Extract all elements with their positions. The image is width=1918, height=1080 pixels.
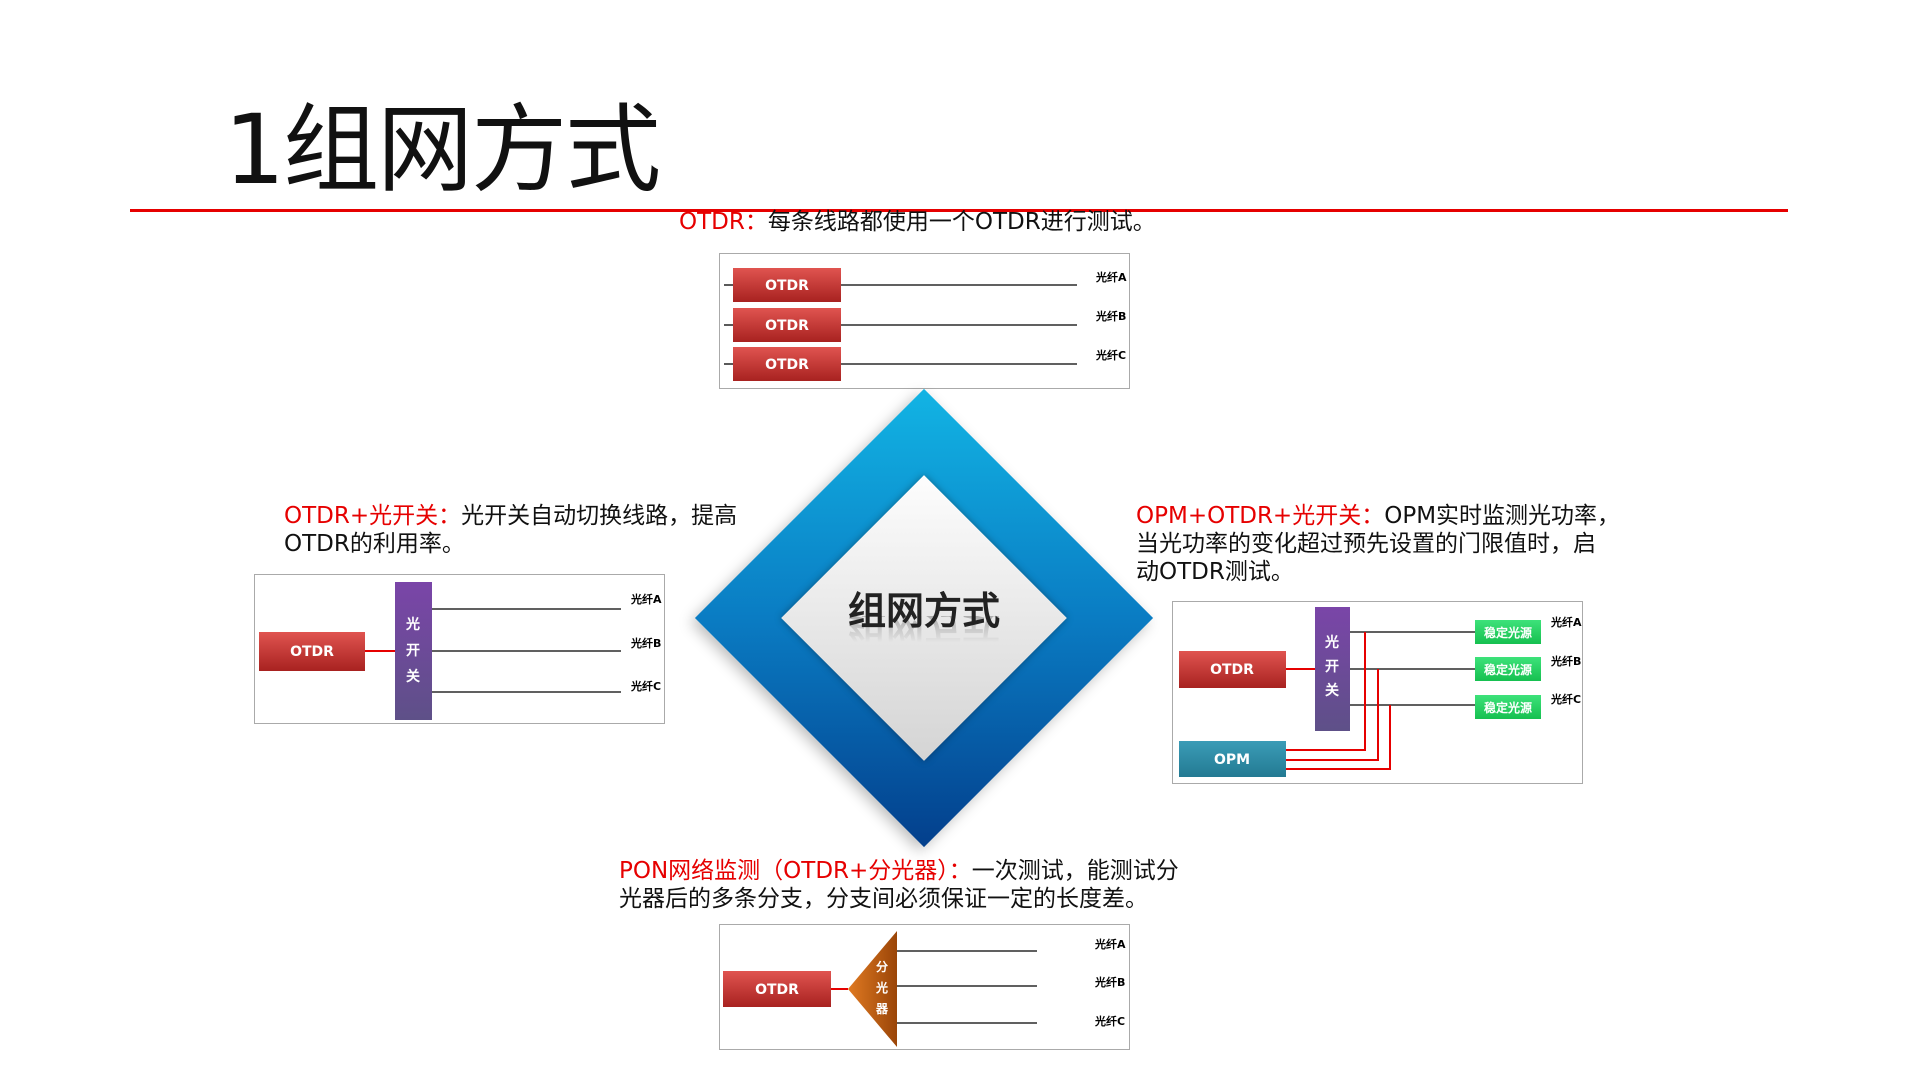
caption-text: 光开关自动切换线路，提高 [461,503,738,529]
diagram-label: 关 [406,668,420,685]
diagram-shape [1286,632,1391,770]
diagram-shape [733,268,841,302]
diagram-label: 分 [876,959,888,974]
diagram-label: OTDR [1210,662,1254,678]
diagram-label: OTDR [290,644,334,660]
diagram-shape [259,632,365,671]
caption-text: OTDR的利用率。 [284,531,465,557]
caption-label: PON网络监测（OTDR+分光器）： [619,858,972,884]
fiber-label: 光纤B [1094,975,1125,989]
diagram-label: OTDR [765,278,809,294]
diagram-label: 光 [1324,634,1339,651]
caption-label: OPM+OTDR+光开关： [1136,503,1385,529]
caption-otdr: OTDR：每条线路都使用一个OTDR进行测试。 [679,208,1156,236]
otdr-unit: OTDR [1179,651,1286,688]
diagram-label: 光 [405,616,420,633]
diagram-opm-otdr-switch: OTDR OPM 光 开 关 稳定光源 稳定光源 稳定光源 光纤A 光纤B 光纤… [1172,601,1583,784]
otdr-unit-a: OTDR [733,268,841,302]
diagram-label: 器 [875,1002,889,1016]
caption-otdr-switch: OTDR+光开关：光开关自动切换线路，提高 OTDR的利用率。 [284,502,737,558]
title-divider [130,209,1788,212]
diagram-shape [724,284,1077,365]
diagram-label: 光 [875,980,888,995]
opm-unit: OPM [1179,741,1286,777]
otdr-unit: OTDR [723,971,831,1007]
splitter: 分 光 器 [848,931,897,1047]
diagram-label: 稳定光源 [1484,625,1532,640]
fiber-label: 光纤B [1550,654,1581,668]
optical-switch: 光 开 关 [395,582,432,720]
caption-label: OTDR： [679,209,768,235]
diagram-shape [1475,657,1541,681]
fiber-label: 光纤B [1095,309,1126,323]
light-source-c: 稳定光源 [1475,695,1541,719]
diagram-shape [897,950,1037,1024]
otdr-unit-c: OTDR [733,347,841,381]
diagram-otdr-switch: OTDR 光 开 关 光纤A 光纤B 光纤C [254,574,665,724]
light-source-b: 稳定光源 [1475,657,1541,681]
diagram-shape [723,971,831,1007]
caption-text: 一次测试，能测试分 [971,858,1179,884]
light-source-a: 稳定光源 [1475,620,1541,644]
otdr-unit-b: OTDR [733,308,841,342]
diagram-label: OPM [1214,752,1250,768]
fiber-label: 光纤C [1094,1014,1125,1028]
fiber-label: 光纤C [1095,348,1126,362]
diagram-shape [1315,607,1350,731]
caption-text: 动OTDR测试。 [1136,559,1294,585]
diagram-otdr-per-line: OTDR OTDR OTDR 光纤A 光纤B 光纤C [719,253,1130,389]
fiber-label: 光纤A [1094,937,1126,951]
diagram-label: OTDR [765,318,809,334]
diagram-label: OTDR [765,357,809,373]
fiber-label: 光纤A [1095,270,1127,284]
fiber-label: 光纤C [630,679,661,693]
diagram-shape [1179,741,1286,777]
diagram-shape [848,931,897,1047]
caption-pon: PON网络监测（OTDR+分光器）：一次测试，能测试分 光器后的多条分支，分支间… [619,857,1179,913]
diagram-shape [1179,651,1286,688]
fiber-label: 光纤C [1550,692,1581,706]
fiber-label: 光纤A [1550,615,1582,629]
center-label-reflection: 组网方式 [847,616,1000,651]
caption-label: OTDR+光开关： [284,503,462,529]
optical-switch: 光 开 关 [1315,607,1350,731]
page-title: 1组网方式 [224,94,661,206]
diagram-shape [1475,620,1541,644]
diagram-label: 稳定光源 [1484,700,1532,715]
caption-text: 光器后的多条分支，分支间必须保证一定的长度差。 [619,886,1148,912]
otdr-unit: OTDR [259,632,365,671]
diagram-label: 开 [1325,659,1339,675]
diagram-pon-splitter: OTDR 分 光 器 光纤A 光纤B 光纤C [719,924,1130,1050]
diagram-shape [1286,632,1366,751]
caption-text: 当光功率的变化超过预先设置的门限值时，启 [1136,531,1596,557]
diagram-label: 稳定光源 [1484,662,1532,677]
fiber-label: 光纤B [630,636,661,650]
diagram-shape [432,608,621,693]
diagram-shape [1350,631,1475,706]
diagram-label: OTDR [755,982,799,998]
diagram-label: 开 [406,643,420,659]
center-label: 组网方式 [847,589,1000,633]
diagram-shape [395,582,432,720]
fiber-label: 光纤A [630,592,662,606]
diagram-shape [1286,669,1379,761]
caption-text: 每条线路都使用一个OTDR进行测试。 [767,209,1156,235]
diagram-shape [733,347,841,381]
diagram-shape [1475,695,1541,719]
diagram-shape [1286,705,1391,770]
diagram-label: 关 [1325,682,1339,699]
caption-text: OPM实时监测光功率， [1384,503,1621,529]
diagram-shape [733,308,841,342]
caption-opm-otdr-switch: OPM+OTDR+光开关：OPM实时监测光功率， 当光功率的变化超过预先设置的门… [1136,502,1620,586]
